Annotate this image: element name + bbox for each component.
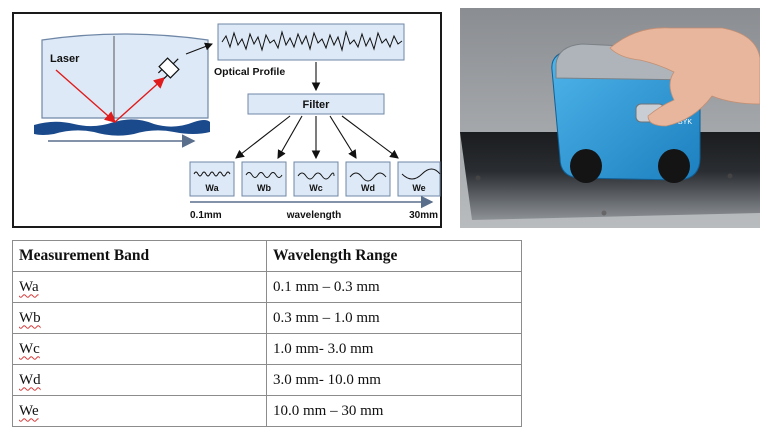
band-wd-label: Wd — [361, 183, 375, 193]
band-name: Wb — [19, 309, 41, 326]
band-wa-label: Wa — [205, 183, 219, 193]
band-name: We — [19, 402, 39, 419]
table-row: Wb 0.3 mm – 1.0 mm — [12, 302, 522, 334]
table-row: Wd 3.0 mm- 10.0 mm — [12, 364, 522, 396]
surface-wave — [34, 119, 210, 136]
column-header-range: Wavelength Range — [266, 240, 522, 272]
range-cell: 3.0 mm- 10.0 mm — [266, 364, 522, 396]
filter-to-we-arrow — [341, 115, 399, 159]
laser-beam-reflected — [114, 77, 166, 123]
band-name: Wd — [19, 371, 41, 388]
detector-to-profile-arrow — [185, 42, 213, 55]
band-cell: Wa — [12, 271, 267, 303]
detector-icon — [157, 57, 180, 80]
column-header-band: Measurement Band — [12, 240, 267, 272]
band-cell: Wb — [12, 302, 267, 334]
range-cell: 10.0 mm – 30 mm — [266, 395, 522, 427]
laser-beam-incident — [55, 69, 117, 123]
band-wc-label: Wc — [309, 183, 323, 193]
table-row: Wa 0.1 mm – 0.3 mm — [12, 271, 522, 303]
range-cell: 0.3 mm – 1.0 mm — [266, 302, 522, 334]
band-wc: Wc — [293, 161, 339, 197]
table-row: We 10.0 mm – 30 mm — [12, 395, 522, 427]
band-wb-label: Wb — [257, 183, 271, 193]
range-cell: 0.1 mm – 0.3 mm — [266, 271, 522, 303]
band-cell: We — [12, 395, 267, 427]
device-photo: BYK — [460, 8, 761, 228]
optical-profile-label: Optical Profile — [214, 66, 285, 78]
filter-to-wa-arrow — [235, 115, 291, 159]
axis-label: wavelength — [286, 210, 341, 221]
table-row: Wc 1.0 mm- 3.0 mm — [12, 333, 522, 365]
laser-label: Laser — [50, 53, 80, 65]
band-name: Wc — [19, 340, 40, 357]
filter-to-wb-arrow — [277, 115, 303, 159]
band-name: Wa — [19, 278, 39, 295]
optical-profile-signal — [221, 30, 403, 52]
range-cell: 1.0 mm- 3.0 mm — [266, 333, 522, 365]
axis-end-label: 30mm — [409, 210, 438, 221]
band-wa: Wa — [189, 161, 235, 197]
band-wb: Wb — [241, 161, 287, 197]
band-cell: Wd — [12, 364, 267, 396]
band-cell: Wc — [12, 333, 267, 365]
measurement-band-table: Measurement Band Wavelength Range Wa 0.1… — [12, 240, 522, 427]
band-wd: Wd — [345, 161, 391, 197]
table-header-row: Measurement Band Wavelength Range — [12, 240, 522, 272]
filter-label: Filter — [303, 99, 331, 111]
filter-box — [247, 93, 385, 115]
filter-to-wd-arrow — [329, 115, 357, 159]
diagram-canvas: Laser Optical Profile Filter Wa — [34, 23, 441, 221]
instrument-housing — [41, 33, 209, 119]
device-photo-canvas: BYK — [460, 8, 761, 228]
band-we-label: We — [412, 183, 425, 193]
optical-profile-box — [217, 23, 405, 61]
band-we: We — [397, 161, 441, 197]
device-wheel-left — [570, 149, 602, 183]
device-wheel-right — [658, 149, 690, 183]
hand — [609, 27, 761, 127]
axis-start-label: 0.1mm — [190, 210, 222, 221]
measurement-diagram: Laser Optical Profile Filter Wa — [12, 12, 442, 228]
device-badge: BYK — [678, 119, 692, 126]
